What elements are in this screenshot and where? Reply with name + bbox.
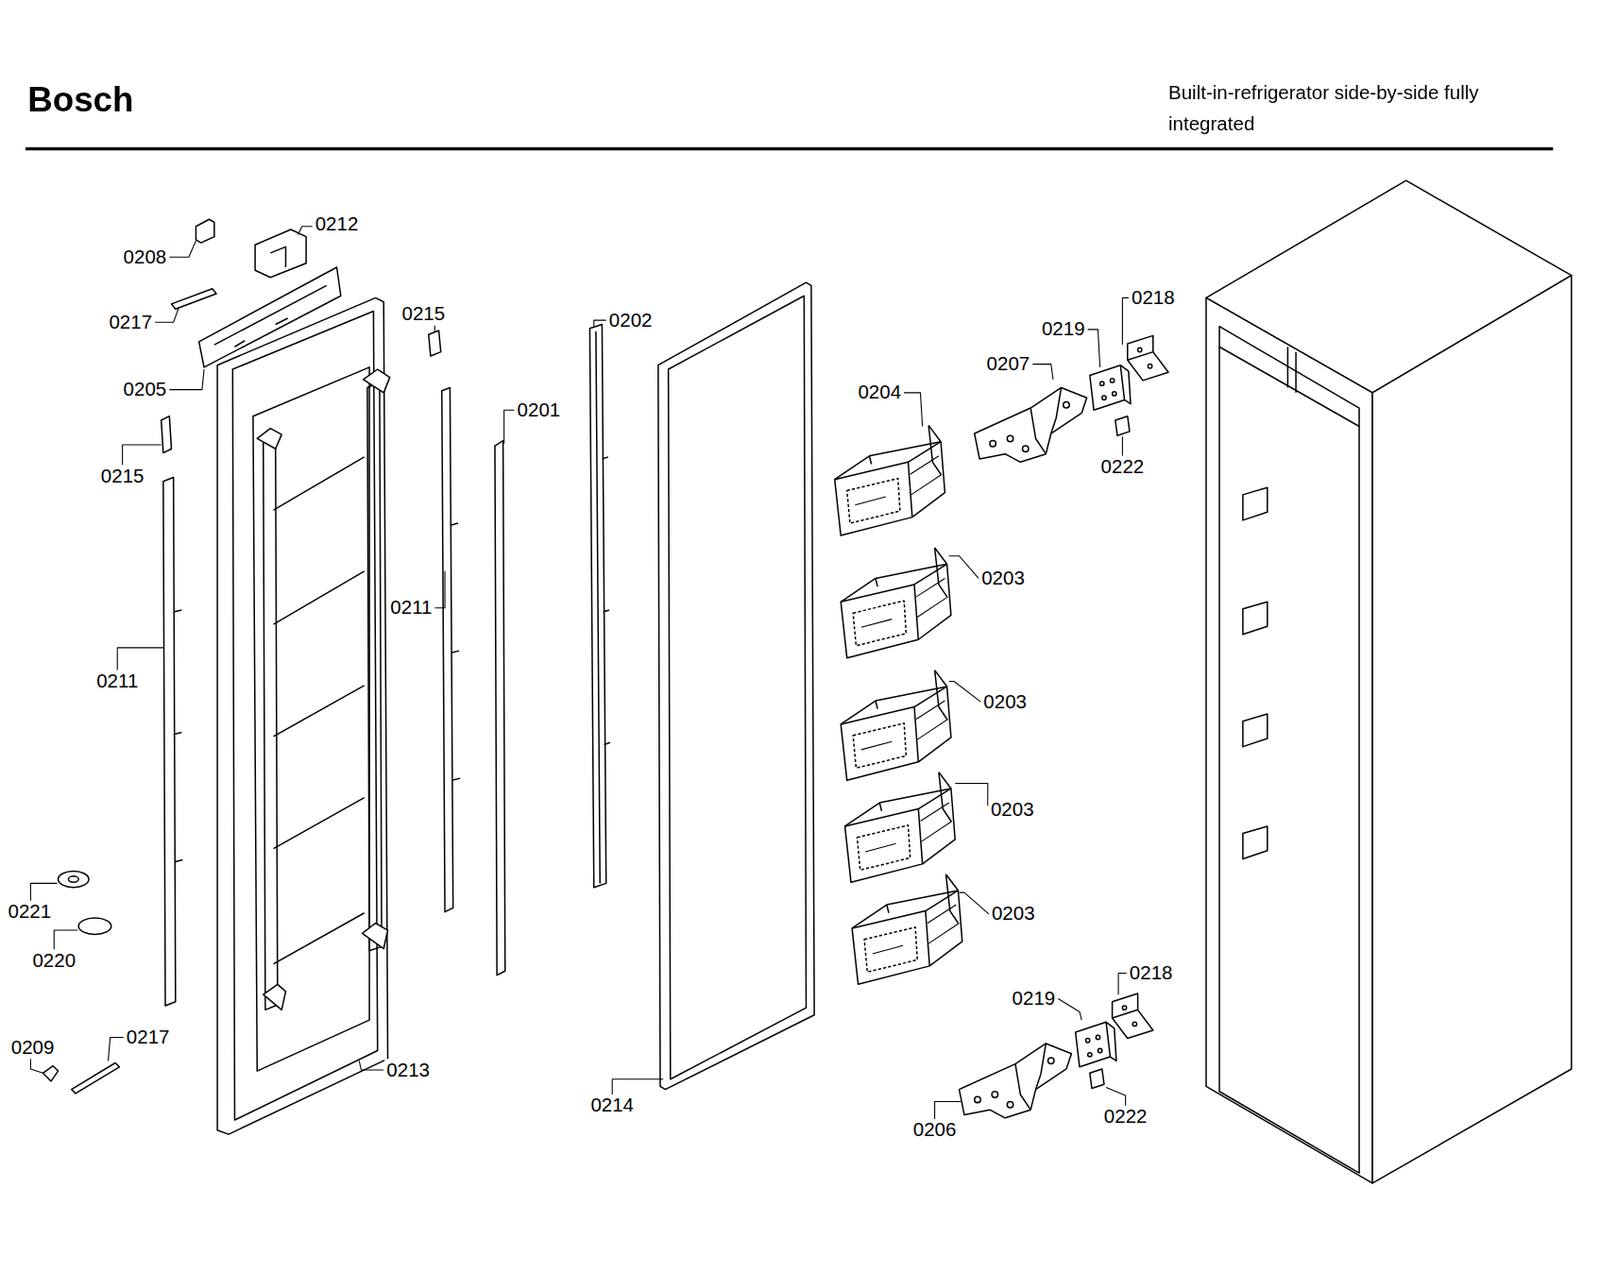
callout-number: 0219 [1039,318,1088,341]
callout-number: 0222 [1098,456,1146,479]
callout-number: 0202 [607,308,655,332]
callout-number: 0203 [988,799,1037,822]
callout-number: 0212 [313,213,361,237]
callout-number: 0203 [989,902,1038,926]
callout-number: 0211 [94,670,140,694]
callout-number: 0205 [120,378,169,402]
callout-number: 0220 [30,950,78,973]
callout-number: 0208 [120,245,169,269]
callout-number: 0218 [1127,962,1175,986]
appliance-type: Built-in-refrigerator side-by-side fully… [1168,76,1506,140]
callout-number: 0217 [106,310,154,334]
callout-number: 0215 [399,303,447,326]
callout-number: 0209 [9,1036,57,1059]
callout-number: 0203 [979,567,1027,591]
brand-title: Bosch [27,78,134,120]
callout-number: 0215 [99,465,147,489]
callout-number: 0218 [1129,287,1177,310]
callout-number: 0222 [1102,1106,1150,1129]
callout-number: 0214 [588,1094,636,1118]
callout-number: 0219 [1009,987,1057,1011]
callout-number: 0204 [855,381,903,405]
callout-number: 0207 [984,353,1032,376]
callout-number: 0217 [124,1026,172,1050]
callout-number: 0203 [981,690,1029,714]
callout-number: 0201 [514,398,562,422]
callout-number: 0211 [388,596,434,620]
callout-number: 0206 [911,1119,959,1142]
callout-number: 0213 [384,1058,432,1082]
callout-number: 0221 [5,901,53,924]
